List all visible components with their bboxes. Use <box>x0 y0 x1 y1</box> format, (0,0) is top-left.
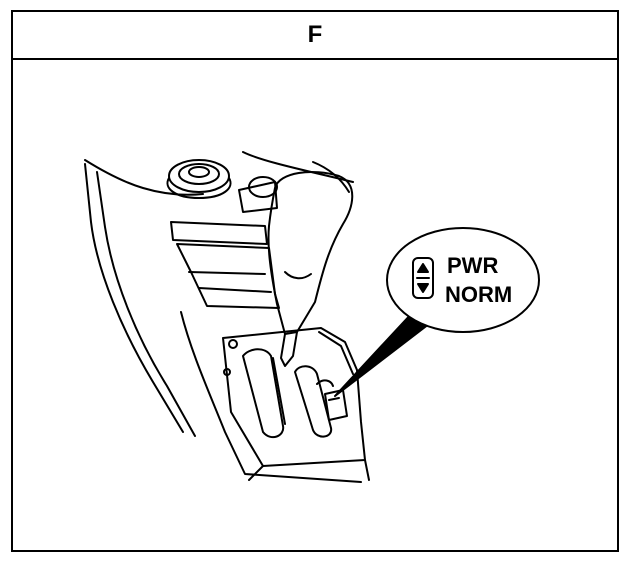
callout-label-pwr: PWR <box>447 253 498 278</box>
shift-gate <box>223 339 333 439</box>
panel-title: F <box>307 21 323 48</box>
diagram-frame: F <box>11 10 619 552</box>
dash-right-panel <box>238 151 354 213</box>
console-body <box>180 311 370 483</box>
up-down-rocker-switch-icon <box>412 257 434 299</box>
vent-knob <box>166 159 232 199</box>
shift-knob <box>267 171 354 367</box>
storage-tray <box>170 221 280 309</box>
callout-label-norm: NORM <box>445 282 512 307</box>
mode-switch <box>316 379 348 421</box>
panel-header: F <box>13 12 617 60</box>
callout-bubble <box>386 227 540 333</box>
console-illustration: PWR NORM <box>84 151 540 483</box>
dashboard-outline <box>84 159 204 437</box>
